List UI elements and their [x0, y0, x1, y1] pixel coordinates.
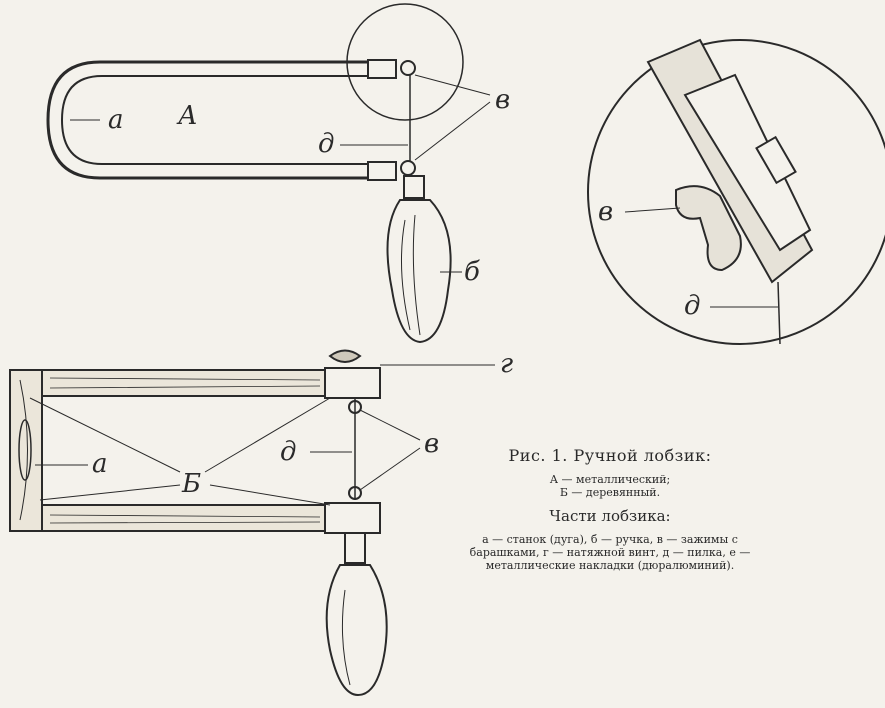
metal-saw-handle — [386, 175, 452, 344]
detail-circle-marker — [346, 3, 464, 121]
label-A: А — [176, 101, 198, 131]
caption-title: Рис. 1. Ручной лобзик: — [508, 446, 712, 465]
wooden-saw-handle — [325, 532, 388, 697]
caption-type-metal: А — металлический; — [549, 473, 671, 486]
label-v-top: в — [495, 85, 510, 115]
label-a-bottom: а — [92, 449, 108, 479]
caption-parts-title: Части лобзика: — [549, 507, 671, 525]
caption-types: А — металлический; Б — деревянный. — [440, 473, 780, 499]
metal-saw-frame — [46, 59, 416, 181]
wooden-saw-frame — [9, 349, 381, 534]
caption-parts-text: а — станок (дуга), б — ручка, в — зажимы… — [469, 533, 751, 572]
label-g: г — [500, 349, 513, 379]
label-b-top: б — [464, 257, 480, 287]
label-d-bottom: д — [280, 437, 296, 467]
label-d-detail: д — [684, 291, 700, 321]
detail-magnified-view — [587, 38, 885, 345]
label-d-top: д — [318, 129, 334, 159]
label-a-top: а — [108, 105, 124, 135]
label-B: Б — [181, 469, 201, 499]
caption-type-wood: Б — деревянный. — [559, 486, 661, 499]
label-v-detail: в — [598, 197, 613, 227]
label-v-bottom: в — [424, 429, 439, 459]
figure-caption: Рис. 1. Ручной лобзик: А — металлический… — [440, 446, 780, 572]
